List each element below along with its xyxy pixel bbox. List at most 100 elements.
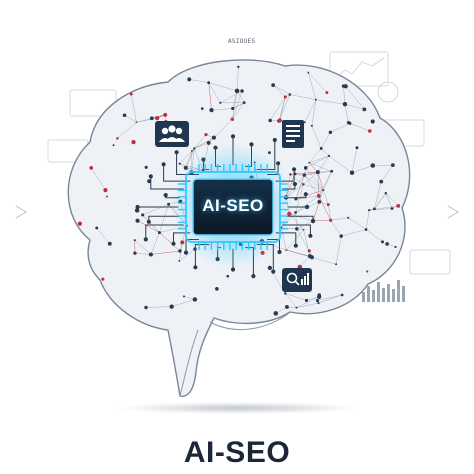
network-link	[134, 252, 151, 255]
network-link	[374, 193, 387, 210]
network-node	[295, 306, 298, 309]
network-node	[268, 118, 272, 123]
network-link	[272, 84, 286, 98]
network-link	[134, 240, 152, 255]
network-link	[311, 125, 322, 149]
network-link	[330, 123, 350, 133]
network-node	[271, 83, 276, 87]
circuit-pad	[183, 250, 189, 255]
network-node	[384, 192, 388, 195]
brainstem-line	[179, 329, 199, 397]
network-node	[368, 208, 371, 212]
bar-chart-icon	[362, 280, 405, 302]
network-node	[303, 121, 306, 124]
network-link	[304, 99, 317, 123]
network-node	[167, 202, 171, 206]
circuit-pad	[230, 267, 236, 272]
network-node	[187, 77, 192, 82]
network-link	[142, 204, 169, 216]
network-link	[90, 167, 106, 191]
network-node	[230, 117, 235, 121]
network-node	[240, 89, 244, 93]
network-node	[122, 113, 127, 118]
network-node	[234, 88, 240, 94]
network-link	[365, 229, 383, 243]
network-link	[299, 255, 311, 268]
network-node	[144, 305, 148, 310]
network-node	[349, 170, 355, 175]
network-link	[145, 306, 172, 308]
network-link	[305, 155, 330, 169]
network-link	[374, 181, 382, 209]
network-link	[159, 232, 181, 252]
circuit-trace	[145, 224, 184, 240]
circuit-pad	[193, 265, 198, 270]
network-node	[328, 130, 333, 135]
documents-icon	[282, 120, 304, 148]
network-link	[211, 108, 233, 111]
network-node	[346, 121, 351, 125]
network-link	[304, 175, 320, 197]
network-node	[317, 302, 320, 305]
network-node	[396, 204, 401, 208]
network-link	[220, 90, 243, 104]
network-node	[390, 207, 394, 210]
network-link	[150, 250, 180, 255]
network-node	[355, 146, 359, 150]
network-link	[290, 174, 304, 185]
search-analytics-icon	[282, 268, 312, 292]
network-node	[135, 218, 140, 223]
network-node	[343, 84, 348, 89]
network-node	[141, 213, 145, 217]
network-node	[347, 216, 350, 219]
network-link	[385, 193, 399, 207]
circuit-pad	[146, 219, 151, 224]
network-node	[107, 241, 112, 246]
network-link	[96, 227, 110, 244]
network-link	[194, 142, 209, 149]
network-node	[316, 294, 322, 299]
network-node	[103, 188, 108, 193]
network-link	[381, 164, 394, 182]
network-node	[362, 107, 367, 112]
network-node	[242, 101, 246, 105]
network-node	[134, 208, 140, 213]
network-link	[323, 190, 329, 205]
network-node	[335, 263, 338, 266]
network-link	[308, 72, 328, 93]
network-link	[303, 171, 318, 185]
dashboard-panel-right-lower	[409, 249, 451, 275]
network-link	[296, 228, 310, 251]
network-node	[101, 277, 105, 281]
dashboard-panel-top-right	[329, 51, 389, 87]
network-link	[296, 302, 319, 308]
network-node	[342, 102, 348, 107]
network-node	[327, 154, 331, 157]
circuit-pad	[230, 134, 236, 139]
network-node	[149, 116, 154, 121]
network-link	[348, 217, 367, 230]
network-link	[232, 102, 245, 120]
network-node	[330, 169, 334, 173]
network-link	[286, 229, 304, 251]
network-node	[285, 249, 288, 252]
circuit-pad	[135, 204, 140, 210]
network-link	[319, 190, 324, 202]
network-link	[343, 86, 346, 105]
network-node	[163, 112, 168, 117]
circuit-pad	[293, 243, 298, 248]
network-node	[267, 151, 271, 155]
network-link	[318, 171, 332, 197]
network-link	[365, 210, 370, 230]
network-link	[285, 293, 297, 308]
network-node	[307, 249, 311, 253]
network-link	[286, 249, 310, 257]
network-link	[321, 148, 330, 157]
network-node	[394, 245, 397, 249]
network-node	[316, 194, 321, 198]
network-node	[131, 140, 136, 145]
network-node	[283, 95, 287, 99]
network-node	[95, 226, 99, 230]
network-link	[208, 82, 238, 92]
network-link	[194, 134, 207, 149]
